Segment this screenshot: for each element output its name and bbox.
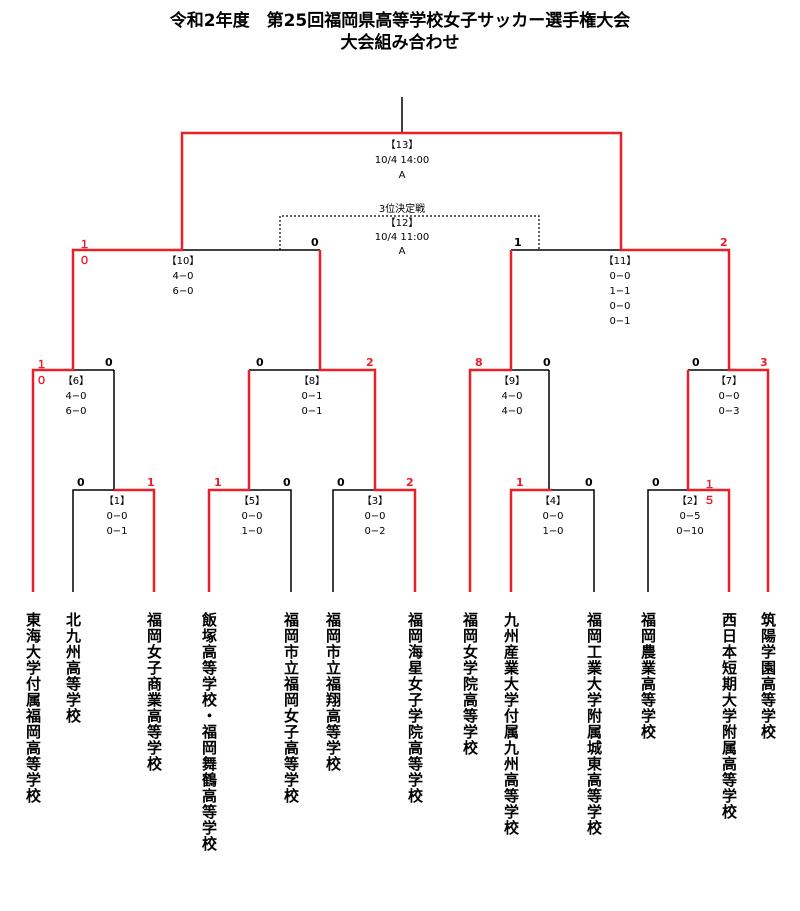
bracket-lines-black: [72, 97, 729, 592]
team-name: 福岡女子商業高等学校: [145, 612, 163, 772]
team-name: 福岡工業大学附属城東高等学校: [585, 612, 603, 836]
match-score-line: 6−0: [172, 286, 194, 297]
score-left: 0: [337, 476, 345, 489]
team-name: 飯塚高等学校・福岡舞鶴高等学校: [200, 612, 218, 852]
score-left: 1: [514, 236, 522, 249]
team-name: 北九州高等学校: [64, 612, 82, 724]
score-right: 2: [406, 476, 414, 489]
match-score-line: 0−3: [718, 406, 740, 417]
score-left: １０: [36, 358, 47, 387]
team-name: 筑陽学園高等学校: [759, 612, 777, 740]
team-name: 九州産業大学付属九州高等学校: [502, 612, 520, 836]
team-name: 福岡農業高等学校: [639, 612, 657, 740]
match-score-line: 0−2: [364, 526, 386, 537]
team-name: 福岡海星女子学院高等学校: [406, 612, 424, 804]
match-schedule: 10/4 11:00: [374, 232, 430, 243]
match-id: 【8】: [298, 376, 326, 387]
score-left: 0: [692, 356, 700, 369]
match-5: 【5】 0−0 1−0: [237, 494, 267, 539]
bracket-lines-winner: [31, 131, 770, 592]
match-id: 【6】: [62, 376, 90, 387]
match-score-line: 0−5: [679, 511, 701, 522]
match-score-line: 0−1: [106, 526, 128, 537]
match-id: 【7】: [715, 376, 743, 387]
match-schedule: 10/4 14:00: [374, 155, 430, 166]
match-score-line: 0−1: [301, 406, 323, 417]
score-left: 1: [214, 476, 222, 489]
match-score-line: 0−0: [106, 511, 128, 522]
team-name: 西日本短期大学附属高等学校: [720, 612, 738, 820]
match-7: 【7】 0−0 0−3: [714, 374, 744, 419]
match-score-line: 4−0: [65, 391, 87, 402]
match-venue: A: [398, 246, 406, 257]
score-left: 1: [516, 476, 524, 489]
match-score-line: 1−1: [609, 286, 631, 297]
match-venue: A: [398, 170, 406, 181]
match-2: 【2】 0−5 0−10: [673, 494, 707, 539]
score-right: 0: [311, 236, 319, 249]
match-id: 【13】: [385, 140, 419, 151]
score-left: 8: [475, 356, 483, 369]
match-10: 【10】 4−0 6−0: [166, 254, 200, 299]
match-id: 【10】: [166, 256, 200, 267]
match-9: 【9】 4−0 4−0: [497, 374, 527, 419]
match-score-line: 1−0: [241, 526, 263, 537]
match-score-line: 0−1: [301, 391, 323, 402]
score-right: 0: [283, 476, 291, 489]
team-name: 福岡市立福岡女子高等学校: [282, 612, 300, 804]
score-right: 0: [543, 356, 551, 369]
match-id: 【11】: [603, 256, 637, 267]
third-place-label: 3位決定戦: [378, 204, 426, 215]
match-id: 【9】: [498, 376, 526, 387]
match-4: 【4】 0−0 1−0: [538, 494, 568, 539]
match-score-line: 0−0: [542, 511, 564, 522]
match-12: 3位決定戦 【12】 10/4 11:00 A: [370, 203, 434, 259]
third-place-line: [279, 215, 540, 250]
match-score-line: 0−0: [718, 391, 740, 402]
match-score-line: 0−0: [609, 301, 631, 312]
score-left: 0: [77, 476, 85, 489]
match-score-line: 4−0: [172, 271, 194, 282]
match-score-line: 0−10: [676, 526, 704, 537]
match-score-line: 0−0: [364, 511, 386, 522]
score-right: 3: [760, 356, 768, 369]
team-name: 福岡市立福翔高等学校: [324, 612, 342, 772]
score-left: １０: [79, 238, 90, 267]
score-right: １５: [704, 478, 715, 507]
score-right: 2: [366, 356, 374, 369]
match-13: 【13】 10/4 14:00 A: [370, 138, 434, 183]
score-right: 1: [147, 476, 155, 489]
match-11: 【11】 0−0 1−1 0−0 0−1: [603, 254, 637, 329]
match-score-line: 0−0: [241, 511, 263, 522]
match-score-line: 6−0: [65, 406, 87, 417]
team-name: 福岡女学院高等学校: [461, 612, 479, 756]
match-id: 【1】: [103, 496, 131, 507]
score-left: 0: [652, 476, 660, 489]
score-right: 2: [720, 236, 728, 249]
match-score-line: 4−0: [501, 391, 523, 402]
match-8: 【8】 0−1 0−1: [297, 374, 327, 419]
match-id: 【4】: [539, 496, 567, 507]
match-score-line: 0−0: [609, 271, 631, 282]
score-right: 0: [585, 476, 593, 489]
match-id: 【5】: [238, 496, 266, 507]
score-right: 0: [105, 356, 113, 369]
match-id: 【2】: [676, 496, 704, 507]
match-6: 【6】 4−0 6−0: [61, 374, 91, 419]
page-title: 令和2年度 第25回福岡県高等学校女子サッカー選手権大会: [169, 11, 631, 31]
match-3: 【3】 0−0 0−2: [360, 494, 390, 539]
team-name: 東海大学付属福岡高等学校: [24, 612, 42, 804]
match-id: 【3】: [361, 496, 389, 507]
match-score-line: 0−1: [609, 316, 631, 327]
match-score-line: 4−0: [501, 406, 523, 417]
match-1: 【1】 0−0 0−1: [102, 494, 132, 539]
match-score-line: 1−0: [542, 526, 564, 537]
page-subtitle: 大会組み合わせ: [340, 33, 460, 53]
score-left: 0: [256, 356, 264, 369]
match-id: 【12】: [385, 218, 419, 229]
